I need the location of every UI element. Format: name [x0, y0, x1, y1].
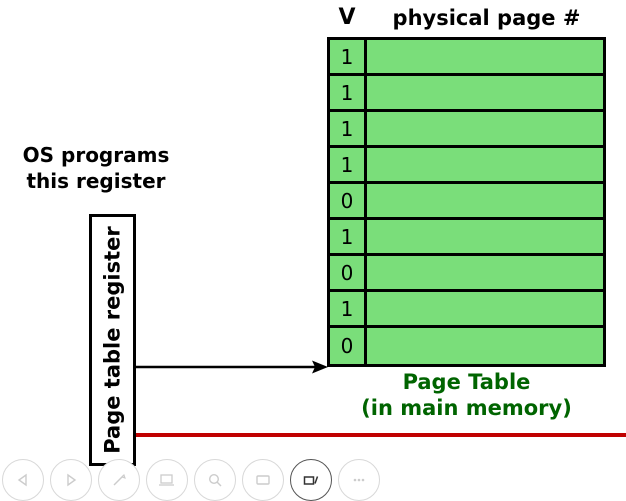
os-programs-note-line2: this register [26, 169, 166, 193]
page-table-caption-line1: Page Table [402, 370, 531, 394]
physical-page-cell [367, 148, 603, 181]
previous-slide-icon[interactable] [2, 459, 44, 501]
table-row: 0 [330, 184, 603, 220]
valid-bit-cell: 1 [330, 292, 367, 325]
valid-bit-cell: 1 [330, 76, 367, 109]
table-row: 1 [330, 292, 603, 328]
page-table-register-label: Page table register [100, 226, 124, 454]
valid-bit-cell: 0 [330, 256, 367, 289]
pen-icon[interactable] [98, 459, 140, 501]
table-row: 1 [330, 76, 603, 112]
valid-bit-cell: 1 [330, 40, 367, 73]
red-separator-rule [136, 433, 626, 437]
column-header-valid-bit: V [338, 5, 356, 30]
physical-page-cell [367, 220, 603, 253]
table-row: 0 [330, 256, 603, 292]
page-table-caption-line2: (in main memory) [361, 396, 572, 420]
physical-page-cell [367, 292, 603, 325]
arrow-register-to-page-table [136, 360, 328, 374]
physical-page-cell [367, 112, 603, 145]
os-programs-note-line1: OS programs [22, 143, 170, 167]
table-row: 1 [330, 220, 603, 256]
physical-page-cell [367, 40, 603, 73]
captions-icon[interactable] [290, 459, 332, 501]
os-programs-note: OS programs this register [6, 142, 186, 194]
valid-bit-cell: 1 [330, 220, 367, 253]
valid-bit-cell: 1 [330, 148, 367, 181]
table-row: 1 [330, 40, 603, 76]
table-row: 0 [330, 328, 603, 364]
play-icon[interactable] [50, 459, 92, 501]
more-options-icon[interactable] [338, 459, 380, 501]
valid-bit-cell: 0 [330, 328, 367, 364]
physical-page-cell [367, 256, 603, 289]
table-row: 1 [330, 148, 603, 184]
page-table-caption: Page Table (in main memory) [327, 369, 606, 421]
physical-page-cell [367, 184, 603, 217]
fullscreen-icon[interactable] [242, 459, 284, 501]
table-row: 1 [330, 112, 603, 148]
present-icon[interactable] [146, 459, 188, 501]
presentation-toolbar[interactable] [0, 459, 380, 501]
column-header-physical-page: physical page # [392, 6, 581, 30]
valid-bit-cell: 0 [330, 184, 367, 217]
valid-bit-cell: 1 [330, 112, 367, 145]
page-table: 1 1 1 1 0 1 0 1 0 [327, 37, 606, 367]
page-table-register-box: Page table register [89, 214, 136, 466]
physical-page-cell [367, 76, 603, 109]
zoom-icon[interactable] [194, 459, 236, 501]
physical-page-cell [367, 328, 603, 364]
